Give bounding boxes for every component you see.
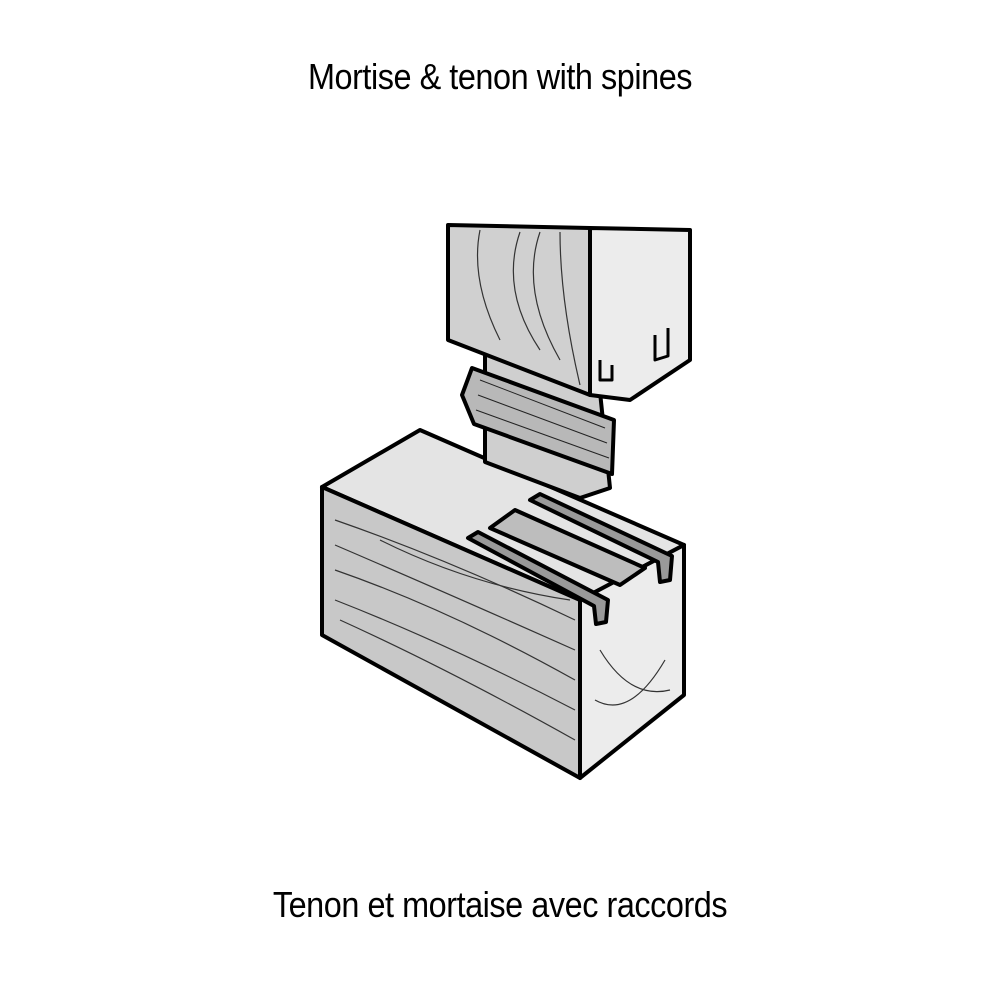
spine-notch-right	[653, 328, 670, 362]
mortise-slot	[488, 508, 647, 587]
caption-french: Tenon et mortaise avec raccords	[272, 884, 728, 925]
rail-front-face	[446, 223, 592, 397]
caption-english: Mortise & tenon with spines	[307, 56, 693, 97]
rail-grain	[476, 229, 581, 386]
wood-grain-lines	[334, 519, 671, 741]
spine-notch-left	[598, 360, 614, 382]
spine-groove-left	[466, 530, 610, 626]
tenon-piece	[446, 223, 692, 500]
rail-end-face	[588, 226, 692, 402]
spine-strip	[460, 366, 616, 476]
spine-grain	[475, 379, 610, 459]
spine-groove-right	[528, 492, 674, 584]
mortise-block	[320, 428, 686, 780]
